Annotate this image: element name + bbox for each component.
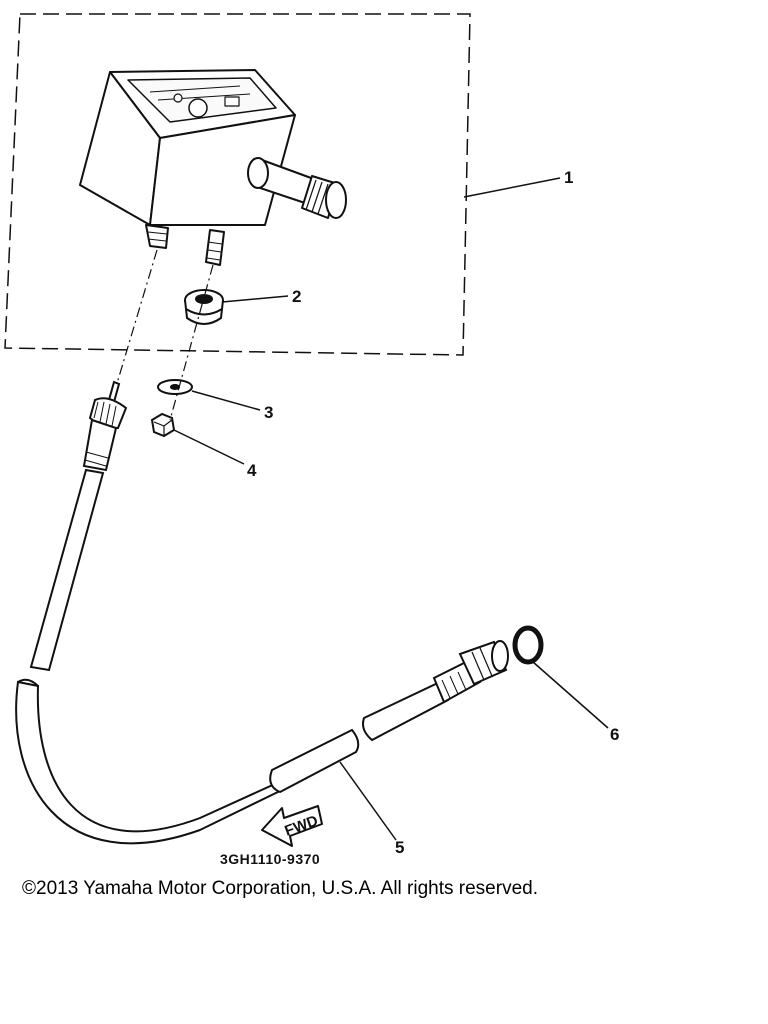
- copyright-notice: ©2013 Yamaha Motor Corporation, U.S.A. A…: [22, 878, 538, 899]
- washer: [157, 379, 193, 395]
- alignment-line-stud: [169, 264, 214, 421]
- leader-6: [532, 661, 609, 729]
- cable-upper-ferrule: [82, 418, 118, 472]
- forward-direction-arrow: FWD: [261, 805, 323, 847]
- cable-curved-sheath: [15, 680, 291, 845]
- leader-1: [463, 177, 561, 198]
- callout-3: 3: [264, 403, 273, 422]
- meter-reset-knob-top: [188, 98, 208, 118]
- meter-stud-right: [205, 229, 225, 266]
- grommet: [184, 289, 224, 325]
- leader-3: [191, 390, 261, 411]
- leader-lines: [173, 177, 609, 841]
- callout-5: 5: [395, 838, 404, 857]
- callout-1: 1: [564, 168, 573, 187]
- nut: [150, 412, 176, 438]
- leader-2: [221, 295, 289, 303]
- assembly-boundary: [4, 13, 471, 356]
- alignment-line-cable: [111, 249, 158, 401]
- meter-stud-left: [145, 224, 169, 249]
- callout-4: 4: [247, 461, 257, 480]
- callout-6: 6: [610, 725, 619, 744]
- diagram-part-code: 3GH1110-9370: [220, 851, 320, 867]
- leader-4: [173, 429, 245, 465]
- cable-boot: [269, 728, 360, 794]
- speedometer-assembly: [79, 69, 347, 266]
- meter-side-face: [149, 114, 296, 226]
- callout-2: 2: [292, 287, 301, 306]
- o-ring: [512, 625, 544, 665]
- leader-5: [339, 761, 397, 841]
- speedometer-cable: [15, 380, 509, 845]
